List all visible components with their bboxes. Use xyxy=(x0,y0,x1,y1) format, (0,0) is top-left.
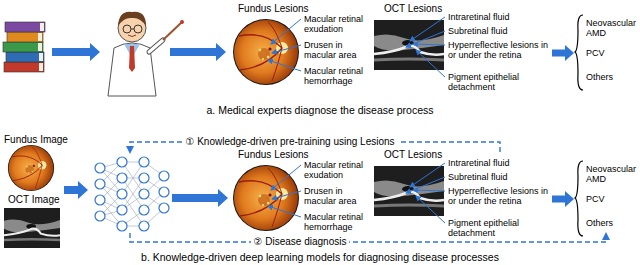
image-heading: OCT Image xyxy=(8,194,60,205)
fundus-image xyxy=(8,145,54,191)
neural-network xyxy=(117,221,127,231)
lesion-label: Macular retinal hemorrhage xyxy=(304,66,370,86)
neural-network xyxy=(95,211,105,221)
neural-network xyxy=(139,189,149,199)
lesion-label: Macular retinal exudation xyxy=(304,160,370,180)
doctor-figure xyxy=(180,20,184,24)
lesion-panel xyxy=(233,161,583,236)
lesion-group: Fundus LesionsMacular retinal exudationD… xyxy=(230,147,372,239)
doctor-figure xyxy=(129,46,135,72)
diagnosis-group: Neovascular AMD PCV Others xyxy=(574,12,639,94)
image-heading: Fundus Image xyxy=(4,134,68,145)
neural-network xyxy=(117,189,127,199)
lesion-label: Macular retinal hemorrhage xyxy=(304,212,370,232)
flow-arrow xyxy=(172,189,228,207)
lesion-label: Macular retinal exudation xyxy=(304,14,370,34)
doctor-figure xyxy=(131,29,134,30)
neural-network xyxy=(117,173,127,183)
step-label: ① Knowledge-driven pre-training using Le… xyxy=(182,136,397,148)
flow-arrow xyxy=(552,191,574,207)
doctor-figure xyxy=(163,22,182,40)
books-icon xyxy=(4,62,44,72)
books-icon xyxy=(3,22,45,72)
lesion-label: Hyperreflective lesions in or under the … xyxy=(448,186,550,206)
caption: a. Medical experts diagnose the disease … xyxy=(206,104,433,116)
doctor-figure xyxy=(118,12,146,26)
lesion-group: OCT LesionsIntraretinal fluidSubretinal … xyxy=(372,1,552,95)
diagnosis-label: PCV xyxy=(586,48,638,58)
step-label: ② Disease diagnosis xyxy=(251,236,350,248)
lesion-group: OCT LesionsIntraretinal fluidSubretinal … xyxy=(372,147,552,241)
doctor-figure xyxy=(128,35,136,37)
doctor-figure xyxy=(134,25,142,33)
flow-arrow xyxy=(64,181,88,199)
panel-heading: Fundus Lesions xyxy=(238,149,309,160)
flow-arrow xyxy=(552,45,574,61)
books-icon xyxy=(40,23,44,31)
lesion-label: Drusen in macular area xyxy=(304,40,370,60)
lesion-label: Pigment epithelial detachment xyxy=(448,218,550,238)
neural-network xyxy=(100,162,164,226)
lesion-label: Drusen in macular area xyxy=(304,186,370,206)
caption: b. Knowledge-driven deep learning models… xyxy=(141,251,499,263)
lesion-label: Intraretinal fluid xyxy=(448,158,550,168)
neural-network xyxy=(139,221,149,231)
doctor-figure xyxy=(149,40,163,52)
input-image: Fundus Image xyxy=(2,132,70,194)
diagnosis-label: Neovascular AMD xyxy=(586,164,638,184)
neural-network xyxy=(139,173,149,183)
neural-network xyxy=(95,195,105,205)
lesion-label: Hyperreflective lesions in or under the … xyxy=(448,40,550,60)
doctor-figure xyxy=(149,40,163,52)
books-icon xyxy=(5,22,45,32)
diagnosis-label: Others xyxy=(586,218,638,228)
flow-arrow xyxy=(52,43,100,61)
neural-network xyxy=(117,205,127,215)
neural-network xyxy=(95,157,169,231)
books-icon xyxy=(39,53,43,61)
dashed-loop xyxy=(130,233,606,242)
lesion-panel xyxy=(233,15,583,90)
diagnosis-label: PCV xyxy=(586,194,638,204)
lesion-label: Pigment epithelial detachment xyxy=(448,72,550,92)
neural-network xyxy=(139,157,149,167)
neural-network xyxy=(159,203,169,213)
lesion-label: Subretinal fluid xyxy=(448,172,550,182)
lesion-group: Fundus LesionsMacular retinal exudationD… xyxy=(230,1,372,93)
neural-network xyxy=(139,205,149,215)
books-icon xyxy=(38,43,42,51)
panel-heading: OCT Lesions xyxy=(384,3,442,14)
lesion-label: Subretinal fluid xyxy=(448,26,550,36)
neural-network xyxy=(95,179,105,189)
neural-network xyxy=(95,163,105,173)
neural-network xyxy=(95,157,169,231)
neural-network xyxy=(159,171,169,181)
flow-arrow xyxy=(170,43,226,61)
panel-heading: OCT Lesions xyxy=(384,149,442,160)
books-icon xyxy=(39,63,43,71)
doctor-figure xyxy=(123,25,131,33)
diagnosis-group: Neovascular AMD PCV Others xyxy=(574,158,639,240)
diagnosis-label: Neovascular AMD xyxy=(586,18,638,38)
oct-image xyxy=(4,208,60,248)
lesion-label: Intraretinal fluid xyxy=(448,12,550,22)
input-image: OCT Image xyxy=(2,192,70,250)
books-icon xyxy=(6,52,44,62)
neural-network xyxy=(117,157,127,167)
panel-heading: Fundus Lesions xyxy=(238,3,309,14)
neural-network xyxy=(159,187,169,197)
books-icon xyxy=(3,42,43,52)
books-icon xyxy=(7,32,43,42)
diagnosis-label: Others xyxy=(586,72,638,82)
books-icon xyxy=(38,33,42,41)
